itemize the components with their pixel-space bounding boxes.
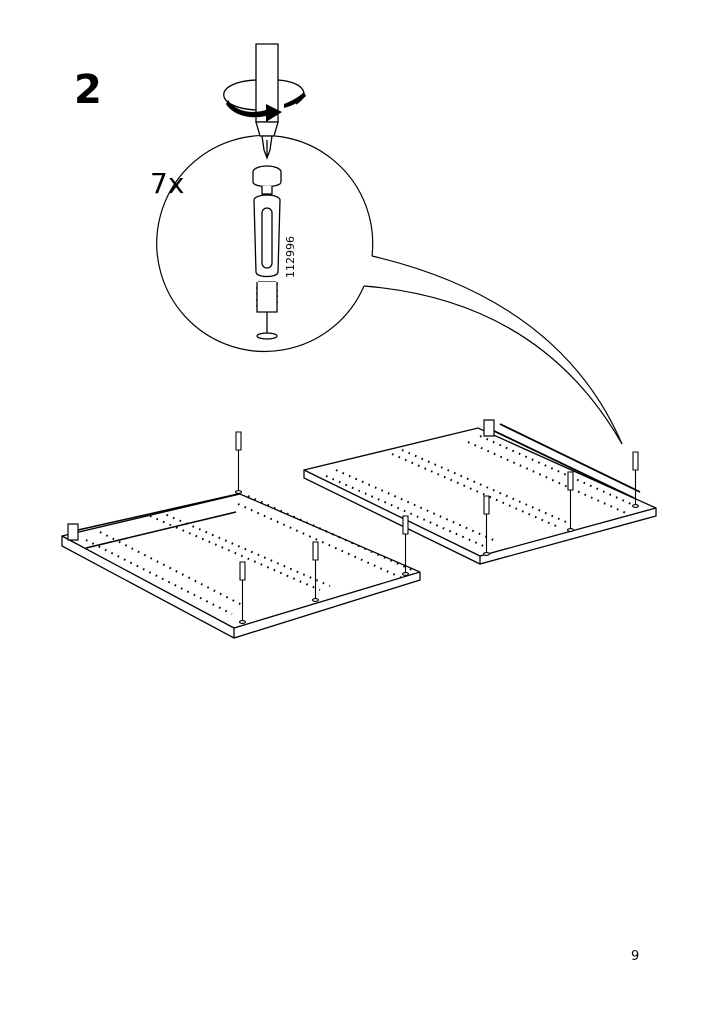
cam-lock-dowel-icon [253, 166, 281, 339]
dowel-icon [484, 496, 490, 555]
clockwise-rotation-icon [224, 80, 306, 122]
dowel-icon [568, 472, 574, 531]
dowels [236, 432, 639, 623]
quantity-label: 7x [150, 167, 185, 200]
detail-callout [157, 135, 622, 444]
shelf-panel-icon [304, 420, 656, 564]
part-number: 112996 [284, 236, 297, 278]
dowel-icon [313, 542, 319, 601]
dowel-icon [236, 432, 242, 493]
dowel-icon [403, 516, 409, 575]
screwdriver-icon [256, 44, 278, 158]
step-number: 2 [74, 67, 102, 113]
page-number: 9 [631, 949, 640, 964]
dowel-icon [240, 562, 246, 623]
dowel-icon [633, 452, 639, 507]
